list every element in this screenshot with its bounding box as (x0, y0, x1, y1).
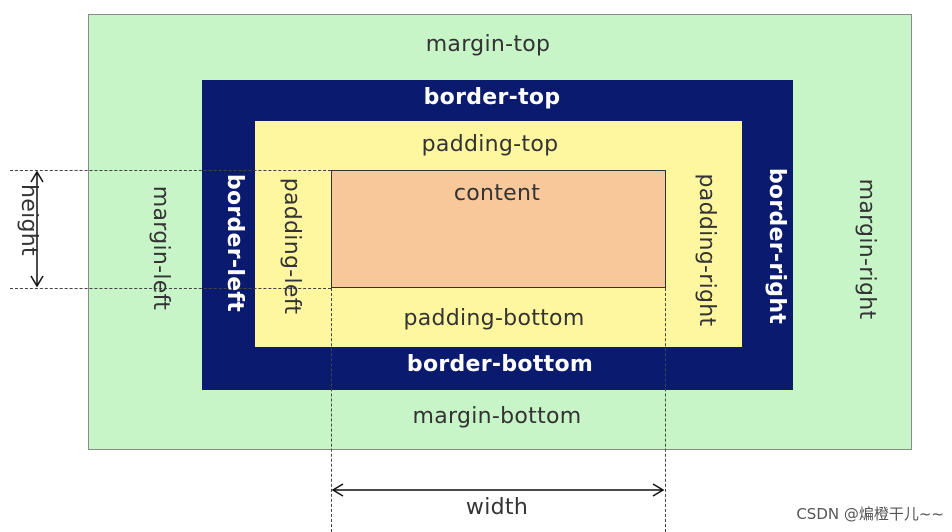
border-right-label: border-right (764, 167, 789, 325)
padding-right-label: padding-right (694, 173, 719, 327)
width-label: width (465, 495, 529, 520)
margin-bottom-label: margin-bottom (412, 404, 582, 429)
content-label: content (453, 181, 541, 206)
width-arrow-head-right (652, 483, 665, 497)
margin-right-label: margin-right (854, 178, 879, 320)
border-left-label: border-left (222, 173, 247, 313)
border-bottom-label: border-bottom (406, 352, 594, 377)
padding-bottom-label: padding-bottom (403, 306, 585, 331)
height-guide-top (10, 170, 331, 171)
padding-left-label: padding-left (279, 177, 304, 315)
border-top-label: border-top (423, 85, 561, 110)
height-label: height (16, 184, 41, 256)
margin-top-label: margin-top (425, 32, 551, 57)
padding-top-label: padding-top (421, 132, 559, 157)
margin-left-label: margin-left (148, 185, 173, 311)
content-area (331, 170, 666, 288)
watermark: CSDN @煸橙干儿~~ (796, 505, 944, 523)
height-guide-bottom (10, 288, 331, 289)
width-guide-right (665, 288, 666, 532)
width-guide-left (331, 288, 332, 532)
height-arrow-head-top (30, 170, 44, 183)
height-arrow-head-bottom (30, 275, 44, 288)
width-arrow-head-left (331, 483, 344, 497)
